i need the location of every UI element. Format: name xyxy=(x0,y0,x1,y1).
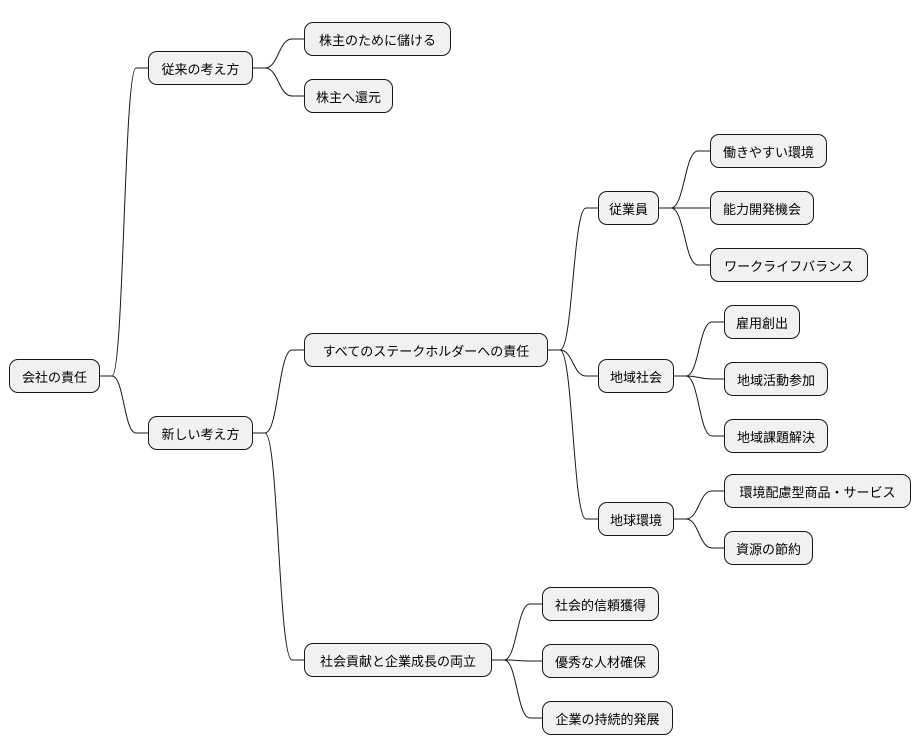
environment-child-eco-products: 環境配慮型商品・サービス xyxy=(724,474,911,508)
traditional-view-node: 従来の考え方 xyxy=(148,51,253,85)
community-child-local-activities: 地域活動参加 xyxy=(724,362,828,396)
connector-mod-to-stk xyxy=(253,349,304,434)
traditional-child-shareholder-return: 株主へ還元 xyxy=(304,79,393,113)
connector-trad-to-trad-1 xyxy=(253,67,304,97)
connector-bal-to-bal-0 xyxy=(492,603,542,661)
connector-emp-to-emp-2 xyxy=(659,207,710,266)
connector-com-to-com-2 xyxy=(674,375,724,437)
global-environment-node: 地球環境 xyxy=(598,502,674,536)
balance-child-social-trust: 社会的信頼獲得 xyxy=(542,587,659,621)
connector-root-to-mod xyxy=(100,375,148,434)
employees-node: 従業員 xyxy=(598,191,659,225)
employees-child-work-life-balance: ワークライフバランス xyxy=(710,248,868,282)
connector-env-to-env-0 xyxy=(674,490,724,520)
stakeholder-responsibility-node: すべてのステークホルダーへの責任 xyxy=(304,333,548,367)
connector-trad-to-trad-0 xyxy=(253,38,304,69)
balance-child-talent: 優秀な人材確保 xyxy=(542,644,659,678)
balance-child-sustainable-growth: 企業の持続的発展 xyxy=(542,701,673,735)
balance-node: 社会貢献と企業成長の両立 xyxy=(304,643,492,677)
connector-bal-to-bal-2 xyxy=(492,659,542,719)
connector-stk-to-emp xyxy=(548,207,598,351)
environment-child-resource-saving: 資源の節約 xyxy=(724,531,813,565)
connector-env-to-env-1 xyxy=(674,518,724,549)
community-child-job-creation: 雇用創出 xyxy=(724,305,800,339)
connector-root-to-trad xyxy=(100,67,148,377)
community-node: 地域社会 xyxy=(598,359,674,393)
employees-child-skill-development: 能力開発機会 xyxy=(710,191,814,225)
modern-view-node: 新しい考え方 xyxy=(148,416,253,450)
employees-child-work-environment: 働きやすい環境 xyxy=(710,134,827,168)
connector-emp-to-emp-0 xyxy=(659,150,710,209)
connector-stk-to-env xyxy=(548,349,598,520)
connector-mod-to-bal xyxy=(253,432,304,661)
root-node: 会社の責任 xyxy=(9,359,100,393)
community-child-local-issues: 地域課題解決 xyxy=(724,419,828,453)
connector-com-to-com-0 xyxy=(674,321,724,377)
traditional-child-shareholder-profit: 株主のために儲ける xyxy=(304,22,451,56)
connector-stk-to-com xyxy=(548,349,598,377)
